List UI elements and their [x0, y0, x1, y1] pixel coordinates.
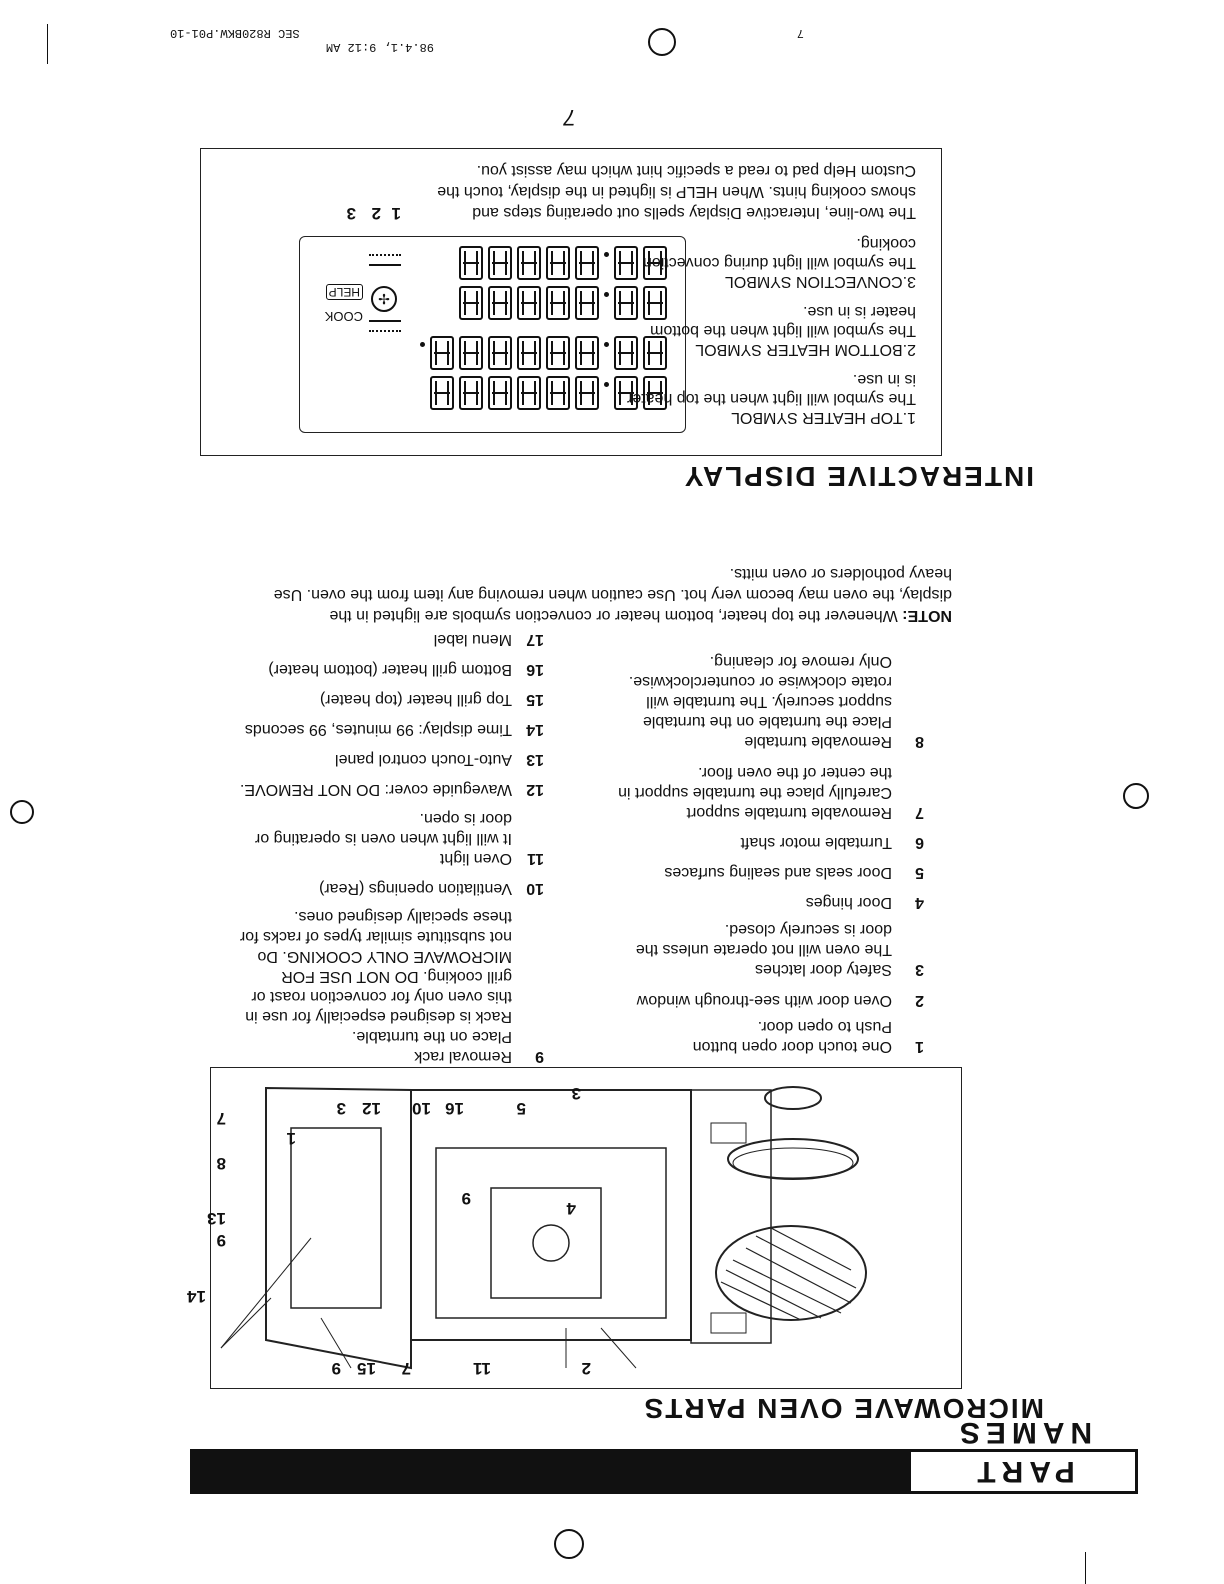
- part-item-12: 12 Waveguide cover: DO NOT REMOVE.: [239, 781, 544, 798]
- caution-note: NOTE: Whenever the top heater, bottom he…: [192, 563, 952, 626]
- figure-callout-3b: 3: [336, 1099, 346, 1118]
- figure-callout-11: 11: [473, 1359, 491, 1378]
- symbol-convection-desc: The symbol will light during convection …: [642, 235, 916, 271]
- figure-callout-12: 12: [362, 1099, 381, 1118]
- part-item-5: 5 Door seals and sealing surfaces: [664, 864, 924, 881]
- symbol-convection-heading: 3.CONVECTION SYMBOL: [724, 273, 916, 290]
- figure-callout-16: 16: [445, 1099, 464, 1118]
- top-heater-icon: [369, 254, 401, 266]
- part-names-label: PART NAMES: [908, 1416, 1138, 1494]
- note-line-2: display, the oven may becom very hot. Us…: [273, 586, 952, 603]
- print-file-name: SEC R820BKW.P01-10: [170, 26, 300, 40]
- figure-callout-7b: 7: [216, 1109, 226, 1128]
- figure-callout-3: 3: [571, 1084, 581, 1103]
- convection-fan-icon: ✢: [371, 286, 397, 312]
- registration-mark-right: [10, 800, 34, 824]
- figure-callout-9b: 9: [216, 1231, 226, 1250]
- page-number: 7: [563, 105, 576, 130]
- display-description-line-3: Custom Help pad to read a specific hint …: [476, 162, 916, 179]
- note-line-1: Whenever the top heater, bottom heater o…: [329, 607, 898, 624]
- part-names-banner: PART NAMES: [190, 1416, 1138, 1494]
- note-line-3: heavy potholders or oven mitts.: [729, 565, 952, 582]
- lcd-help-label: HELP: [325, 284, 363, 300]
- figure-callout-2: 2: [581, 1359, 591, 1378]
- figure-callout-5: 5: [516, 1099, 526, 1118]
- registration-mark-left: [1123, 783, 1149, 809]
- microwave-illustration: [220, 1086, 867, 1370]
- symbol-top-heater: 1.TOP HEATER SYMBOL The symbol will ligh…: [571, 370, 916, 427]
- symbol-callout-3: 3: [346, 204, 356, 223]
- part-item-14: 14 Time display: 99 minutes, 99 seconds: [244, 721, 544, 738]
- part-item-7: 7 Removable turntable support Carefully …: [618, 764, 924, 821]
- part-item-15: 15 Top grill heater (top heater): [319, 691, 544, 708]
- bottom-heater-icon: [369, 320, 401, 332]
- interactive-display-box: COOK HELP ✢ 1 2 3 1.TOP HEATER SYMBOL Th…: [200, 148, 942, 456]
- figure-callout-13: 13: [207, 1209, 226, 1228]
- note-label: NOTE:: [902, 607, 952, 624]
- figure-callout-4: 4: [566, 1199, 576, 1218]
- part-item-16: 16 Bottom grill heater (bottom heater): [268, 661, 544, 678]
- figure-callout-15: 15: [357, 1359, 376, 1378]
- registration-mark-top: [554, 1529, 584, 1559]
- print-page-marker: 7: [796, 26, 804, 40]
- figure-callout-8: 8: [216, 1154, 226, 1173]
- microwave-parts-title: MICROWAVE OVEN PARTS: [642, 1393, 1044, 1424]
- crop-line-top-left: [1085, 1552, 1086, 1584]
- interactive-display-title: INTERACTIVE DISPLAY: [682, 461, 1034, 492]
- symbol-top-heater-desc: The symbol will light when the top heate…: [626, 371, 916, 407]
- part-item-1: 1 One touch door open button Push to ope…: [692, 1018, 924, 1055]
- symbol-bottom-heater-heading: 2.BOTTOM HEATER SYMBOL: [695, 341, 916, 358]
- figure-callout-10: 10: [412, 1099, 431, 1118]
- display-description: The two-line, Interactive Display spells…: [356, 160, 916, 223]
- print-timestamp: 98.4.1, 9:12 AM: [325, 40, 434, 54]
- figure-callout-1: 1: [286, 1129, 296, 1148]
- display-description-line-2: shows cooking hints. When HELP is lighte…: [437, 183, 916, 200]
- figure-callout-14: 14: [187, 1287, 206, 1306]
- display-description-line-1: The two-line, Interactive Display spells…: [472, 204, 916, 221]
- figure-callout-6: 9: [461, 1189, 471, 1208]
- part-item-17: 17 Menu label: [433, 631, 544, 648]
- part-item-8: 8 Removable turntable Place the turntabl…: [628, 653, 924, 750]
- crop-line-bottom-right: [47, 24, 48, 64]
- parts-figure: 11 7 15 9 2 14 9 13 4 9 8 7 1 3 5 16 10 …: [187, 1067, 962, 1389]
- symbol-top-heater-heading: 1.TOP HEATER SYMBOL: [731, 409, 916, 426]
- figure-callout-9: 9: [331, 1359, 341, 1378]
- part-item-11: 11 Oven light It will light when oven is…: [254, 810, 544, 867]
- part-item-6: 6 Turntable motor shaft: [740, 834, 924, 851]
- symbol-bottom-heater-desc: The symbol will light when the bottom he…: [650, 303, 916, 339]
- part-item-13: 13 Auto-Touch control panel: [335, 751, 544, 768]
- symbol-bottom-heater: 2.BOTTOM HEATER SYMBOL The symbol will l…: [571, 302, 916, 359]
- symbol-convection: 3.CONVECTION SYMBOL The symbol will ligh…: [571, 234, 916, 291]
- part-item-9: 9 Removal rack Place on the turntable. R…: [239, 908, 544, 1065]
- lcd-cook-label: COOK: [324, 309, 363, 324]
- part-item-3: 3 Safety door latches The oven will not …: [635, 921, 924, 978]
- figure-callout-7: 7: [401, 1359, 411, 1378]
- part-item-2: 2 Oven door with see-through window: [636, 992, 924, 1009]
- part-item-10: 10 Ventilation openings (Rear): [318, 880, 544, 897]
- part-item-4: 4 Door hinges: [805, 894, 924, 911]
